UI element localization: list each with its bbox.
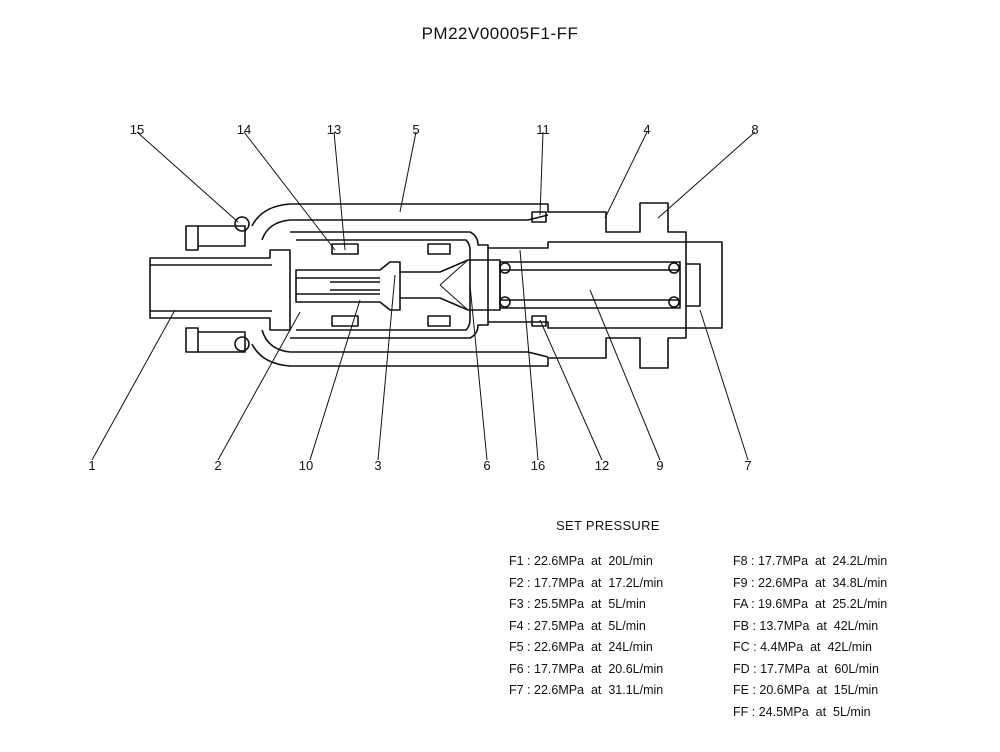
set-pressure-row: FD : 17.7MPa at 60L/min	[733, 661, 879, 676]
callout-9: 9	[656, 458, 663, 473]
backup-ring-upper	[531, 211, 547, 223]
callout-13: 13	[327, 122, 341, 137]
valve-body-outer	[251, 202, 723, 369]
set-pressure-row: F7 : 22.6MPa at 31.1L/min	[509, 683, 664, 697]
seat-lower	[331, 315, 359, 327]
callout-6: 6	[483, 458, 490, 473]
callout-2: 2	[214, 458, 221, 473]
plunger	[295, 261, 401, 311]
seat-upper	[331, 243, 359, 255]
callout-3: 3	[374, 458, 381, 473]
spring-guide	[488, 241, 687, 329]
callout-12: 12	[595, 458, 609, 473]
set-pressure-row: F6 : 17.7MPa at 20.6L/min	[509, 661, 664, 676]
o-ring-lower	[234, 336, 250, 352]
callout-4: 4	[643, 122, 650, 137]
set-pressure-row: F9 : 22.6MPa at 34.8L/min	[733, 575, 888, 590]
set-pressure-heading: SET PRESSURE	[556, 518, 660, 533]
spring	[499, 261, 681, 309]
callout-11: 11	[536, 122, 550, 137]
set-pressure-row: FB : 13.7MPa at 42L/min	[733, 618, 879, 633]
callout-14: 14	[237, 122, 251, 137]
set-pressure-row: F8 : 17.7MPa at 24.2L/min	[733, 554, 888, 568]
set-pressure-row: F1 : 22.6MPa at 20L/min	[509, 554, 653, 568]
set-pressure-row: F3 : 25.5MPa at 5L/min	[509, 597, 646, 611]
inner-sleeve	[290, 231, 489, 339]
callout-10: 10	[299, 458, 313, 473]
callout-5: 5	[412, 122, 419, 137]
callout-16: 16	[531, 458, 545, 473]
set-pressure-row: FF : 24.5MPa at 5L/min	[733, 704, 871, 719]
set-pressure-row: F4 : 27.5MPa at 5L/min	[509, 618, 646, 633]
drawing-title: PM22V00005F1-FF	[421, 24, 579, 43]
callout-15: 15	[130, 122, 144, 137]
set-pressure-row: FA : 19.6MPa at 25.2L/min	[733, 597, 888, 611]
adjuster-cap	[686, 263, 701, 307]
backup-ring-lower	[531, 315, 547, 327]
set-pressure-row: F2 : 17.7MPa at 17.2L/min	[509, 575, 664, 590]
set-pressure-row: FE : 20.6MPa at 15L/min	[733, 683, 879, 697]
set-pressure-column-right: F8 : 17.7MPa at 24.2L/min F9 : 22.6MPa a…	[733, 551, 887, 723]
callout-8: 8	[751, 122, 758, 137]
set-pressure-column-left: F1 : 22.6MPa at 20L/min F2 : 17.7MPa at …	[509, 551, 663, 702]
callout-1: 1	[88, 458, 95, 473]
o-ring-upper	[234, 216, 250, 232]
callout-7: 7	[744, 458, 751, 473]
inlet-fitting	[185, 225, 199, 251]
poppet	[400, 259, 501, 311]
set-pressure-row: F5 : 22.6MPa at 24L/min	[509, 640, 653, 654]
set-pressure-row: FC : 4.4MPa at 42L/min	[733, 640, 872, 654]
